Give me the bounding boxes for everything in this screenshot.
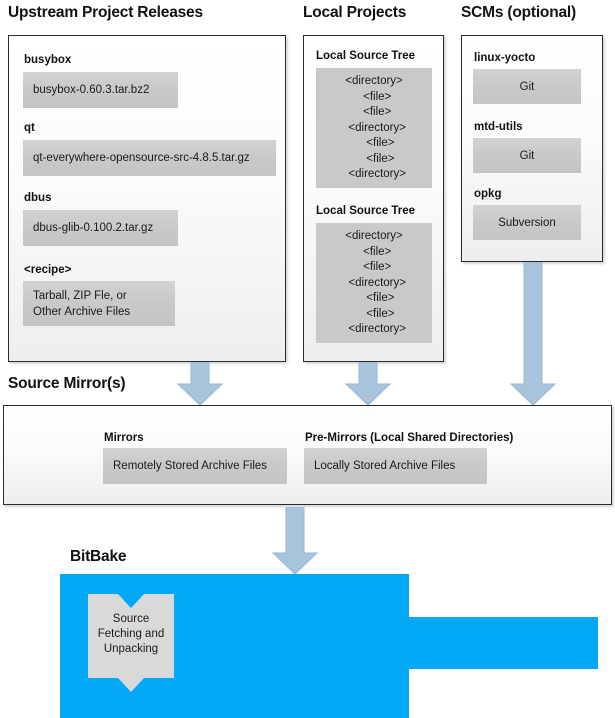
- tree-line: <file>: [356, 90, 392, 103]
- mirrors-value: Remotely Stored Archive Files: [103, 448, 287, 484]
- recipe-value-line-1: Tarball, ZIP Fle, or: [33, 290, 127, 302]
- scms-item-value-mtd-utils: Git: [473, 138, 581, 173]
- process-line-2: Fetching and: [97, 628, 165, 640]
- tree-line: <file>: [356, 245, 392, 258]
- source-fetching-unpacking-label: Source Fetching and Unpacking: [88, 612, 174, 657]
- upstream-item-value-busybox: busybox-0.60.3.tar.bz2: [23, 72, 178, 108]
- scms-item-label-mtd-utils: mtd-utils: [474, 121, 523, 133]
- tree-line: <directory>: [342, 168, 406, 180]
- local-source-tree-2: <directory> <file> <file> <directory> <f…: [316, 223, 432, 343]
- upstream-item-label-recipe: <recipe>: [24, 264, 72, 276]
- arrow-local-projects-to-mirrors: [344, 362, 392, 406]
- bitbake-title: BitBake: [70, 548, 127, 565]
- scms-item-value-opkg: Subversion: [473, 205, 581, 240]
- tree-line: <directory>: [345, 230, 403, 242]
- local-source-tree-label-1: Local Source Tree: [316, 50, 416, 62]
- tree-line: <file>: [353, 152, 395, 165]
- source-fetching-unpacking-shape: [88, 594, 174, 692]
- process-line-3: Unpacking: [103, 643, 159, 655]
- upstream-item-value-qt: qt-everywhere-opensource-src-4.8.5.tar.g…: [23, 140, 276, 176]
- pre-mirrors-label: Pre-Mirrors (Local Shared Directories): [305, 432, 514, 444]
- local-source-tree-label-2: Local Source Tree: [316, 205, 416, 217]
- tree-line: <directory>: [345, 75, 403, 87]
- local-source-tree-1: <directory> <file> <file> <directory> <f…: [316, 68, 432, 188]
- tree-line: <file>: [356, 261, 392, 273]
- arrow-scms-to-mirrors: [509, 262, 557, 406]
- scms-item-label-linux-yocto: linux-yocto: [474, 52, 536, 64]
- bitbake-block: [60, 574, 600, 718]
- tree-line: <file>: [353, 137, 395, 149]
- tree-line: <file>: [353, 307, 395, 320]
- tree-line: <file>: [356, 106, 392, 118]
- arrow-mirrors-to-bitbake: [271, 507, 319, 575]
- upstream-item-label-qt: qt: [24, 122, 35, 134]
- source-mirrors-title: Source Mirror(s): [8, 375, 126, 392]
- scms-item-label-opkg: opkg: [474, 188, 502, 200]
- upstream-column-title: Upstream Project Releases: [8, 4, 203, 21]
- mirrors-label: Mirrors: [104, 432, 144, 444]
- tree-line: <directory>: [342, 276, 406, 289]
- upstream-item-value-dbus: dbus-glib-0.100.2.tar.gz: [23, 210, 178, 246]
- tree-line: <directory>: [342, 323, 406, 335]
- process-line-1: Source: [112, 613, 150, 625]
- recipe-value-line-2: Other Archive Files: [33, 306, 131, 318]
- upstream-item-label-busybox: busybox: [24, 54, 72, 66]
- scms-item-value-linux-yocto: Git: [473, 69, 581, 104]
- local-projects-column-title: Local Projects: [303, 4, 407, 21]
- scms-column-title: SCMs (optional): [461, 4, 576, 21]
- upstream-item-value-recipe: Tarball, ZIP Fle, or Other Archive Files: [23, 281, 175, 326]
- tree-line: <directory>: [342, 121, 406, 134]
- pre-mirrors-value: Locally Stored Archive Files: [304, 448, 487, 484]
- upstream-item-label-dbus: dbus: [24, 192, 52, 204]
- tree-line: <file>: [353, 292, 395, 304]
- arrow-upstream-to-mirrors: [176, 362, 224, 406]
